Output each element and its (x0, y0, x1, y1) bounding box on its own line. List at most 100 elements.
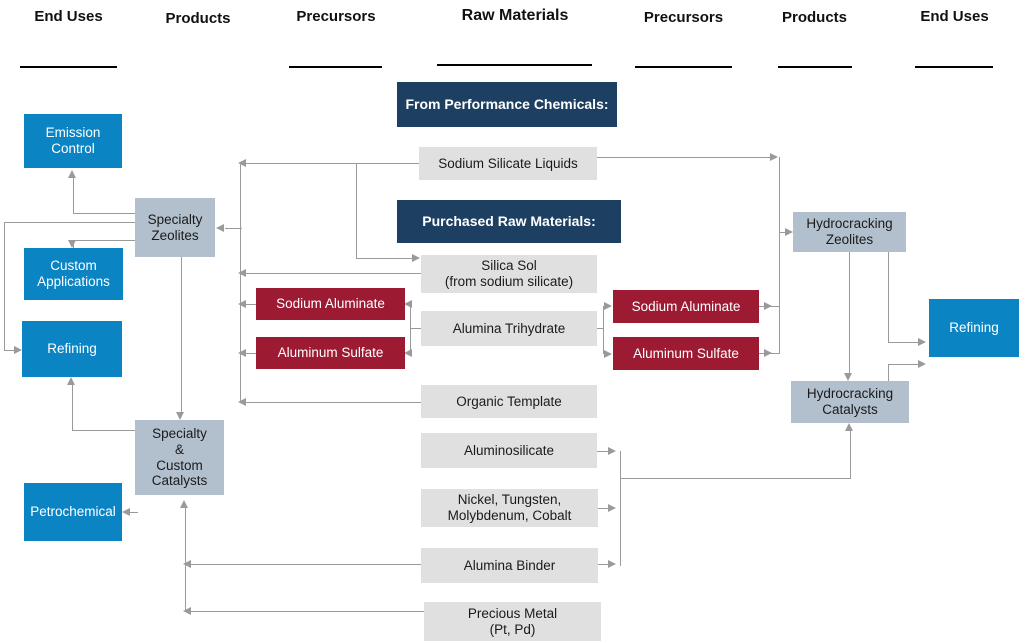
node-hydrocracking-zeolites[interactable]: Hydrocracking Zeolites (793, 212, 906, 252)
column-rule-raw-materials (437, 64, 592, 66)
arrowhead-silicate-to-right (770, 153, 778, 161)
arrowhead-trihydrate-to-aluminum-sulfate-right (604, 350, 612, 358)
node-alumina-trihydrate[interactable]: Alumina Trihydrate (421, 311, 597, 346)
arrowhead-alumina-binder-to-left-spine (183, 560, 191, 568)
arrowhead-zeolites-right-to-refining (918, 338, 926, 346)
arrowhead-left-spine-to-specialty-zeolites (216, 224, 224, 232)
arrowhead-trihydrate-to-sodium-aluminate-left (404, 300, 412, 308)
connector-aluminum-sulfate-left-out (240, 353, 258, 354)
connector-precious-metal-to-left-spine (185, 611, 426, 612)
connector-right-merge-to-catalysts-v (850, 431, 851, 479)
connector-right-silicate-down (779, 157, 780, 232)
connector-right-precursor-spine (779, 232, 780, 354)
column-header-products-left: Products (165, 10, 231, 27)
connector-catalysts-to-petrochemical (128, 512, 138, 513)
node-aluminum-sulfate-left[interactable]: Aluminum Sulfate (256, 337, 405, 369)
arrowhead-zeolites-to-refining (14, 346, 22, 354)
node-refining-right[interactable]: Refining (929, 299, 1019, 357)
connector-alumina-binder-to-right-merge (598, 564, 614, 565)
column-header-end-uses-left: End Uses (34, 8, 103, 25)
arrowhead-bottom-left-spine-to-catalysts (180, 500, 188, 508)
arrowhead-alumina-binder-to-right-merge (608, 560, 616, 568)
connector-zeolites-right-to-refining-h (888, 342, 924, 343)
connector-trihydrate-right-branch (603, 306, 604, 354)
arrowhead-zeolites-to-custom-apps (68, 240, 76, 248)
connector-trihydrate-right-stub (597, 328, 604, 329)
arrowhead-sodium-aluminate-left-out (238, 300, 246, 308)
connector-right-merge-spine (620, 451, 621, 566)
arrowhead-catalysts-to-refining (67, 377, 75, 385)
connector-left-spine-to-specialty-zeolites (225, 228, 242, 229)
connector-zeolites-to-emission-control-h (73, 213, 136, 214)
node-emission-control[interactable]: Emission Control (24, 114, 122, 168)
node-petrochemical[interactable]: Petrochemical (24, 483, 122, 541)
arrowhead-right-silicate-into-zeolites (785, 228, 793, 236)
connector-zeolites-right-to-catalysts-right (849, 252, 850, 373)
column-header-precursors-left: Precursors (296, 8, 376, 25)
arrowhead-catalysts-to-petrochemical (122, 508, 130, 516)
node-nickel-tungsten[interactable]: Nickel, Tungsten, Molybdenum, Cobalt (421, 489, 598, 527)
column-rule-end-uses-right (915, 66, 993, 68)
node-silica-sol[interactable]: Silica Sol (from sodium silicate) (421, 255, 597, 293)
connector-catalysts-to-refining-h (72, 430, 136, 431)
node-organic-template[interactable]: Organic Template (421, 385, 597, 418)
node-sodium-aluminate-left[interactable]: Sodium Aluminate (256, 288, 405, 320)
connector-right-silicate-into-zeolites (779, 232, 789, 233)
column-rule-precursors-right (635, 66, 732, 68)
connector-silica-sol-to-left-spine (240, 273, 422, 274)
arrowhead-silicate-to-left-spine (238, 159, 246, 167)
node-sodium-silicate-liquids[interactable]: Sodium Silicate Liquids (419, 147, 597, 180)
arrowhead-precious-metal-to-left-spine (183, 607, 191, 615)
column-rule-end-uses-left (20, 66, 117, 68)
connector-catalysts-to-refining-v (72, 385, 73, 431)
node-refining-left[interactable]: Refining (22, 321, 122, 377)
connector-left-spine (240, 163, 241, 403)
connector-sodium-aluminate-left-out (240, 304, 258, 305)
column-header-products-right: Products (781, 9, 847, 26)
connector-organic-template-to-left-spine (240, 402, 422, 403)
node-aluminum-sulfate-right[interactable]: Aluminum Sulfate (613, 337, 759, 370)
banner-purchased-raw-materials: Purchased Raw Materials: (397, 200, 621, 243)
node-hydrocracking-catalysts[interactable]: Hydrocracking Catalysts (791, 381, 909, 423)
arrowhead-trihydrate-to-sodium-aluminate-right (604, 302, 612, 310)
connector-alumina-binder-to-left-spine (185, 564, 423, 565)
connector-silicate-to-left-spine (240, 163, 420, 164)
column-header-raw-materials: Raw Materials (461, 7, 569, 24)
connector-zeolites-to-custom-catalysts (181, 257, 182, 412)
connector-trihydrate-left-stub (410, 328, 422, 329)
connector-zeolites-to-refining-v (4, 222, 5, 350)
connector-aluminosilicate-to-right-merge (597, 451, 614, 452)
arrowhead-right-merge-to-catalysts (845, 423, 853, 431)
arrowhead-catalysts-right-to-refining (918, 360, 926, 368)
node-alumina-binder[interactable]: Alumina Binder (421, 548, 598, 583)
node-precious-metal[interactable]: Precious Metal (Pt, Pd) (424, 602, 601, 641)
node-specialty-custom-catalysts[interactable]: Specialty & Custom Catalysts (135, 420, 224, 495)
node-custom-applications[interactable]: Custom Applications (24, 248, 123, 300)
node-aluminosilicate[interactable]: Aluminosilicate (421, 433, 597, 468)
column-rule-products-right (778, 66, 852, 68)
arrowhead-zeolites-to-custom-catalysts (176, 412, 184, 420)
arrowhead-silica-sol-to-left-spine (238, 269, 246, 277)
connector-catalysts-right-to-refining-v (888, 364, 889, 382)
column-header-end-uses-right: End Uses (920, 8, 989, 25)
arrowhead-sodium-aluminate-right-out (764, 302, 772, 310)
connector-zeolites-to-custom-apps-h (73, 240, 136, 241)
arrowhead-aluminosilicate-to-right-merge (608, 447, 616, 455)
arrowhead-aluminum-sulfate-right-out (764, 349, 772, 357)
arrowhead-aluminum-sulfate-left-out (238, 349, 246, 357)
connector-nickel-to-right-merge (598, 508, 614, 509)
connector-silicate-to-right (597, 157, 775, 158)
node-sodium-aluminate-right[interactable]: Sodium Aluminate (613, 290, 759, 323)
connector-catalysts-right-to-refining-h (888, 364, 924, 365)
node-specialty-zeolites[interactable]: Specialty Zeolites (135, 198, 215, 257)
connector-zeolites-to-emission-control-v (73, 178, 74, 214)
connector-zeolites-to-refining-h-bottom (4, 350, 18, 351)
arrowhead-silicate-down-to-silica-sol (412, 254, 420, 262)
banner-from-performance-chemicals: From Performance Chemicals: (397, 82, 617, 127)
arrowhead-zeolites-to-emission-control (68, 170, 76, 178)
column-header-precursors-right: Precursors (643, 9, 724, 26)
column-rule-precursors-left (289, 66, 382, 68)
connector-zeolites-to-refining-h-top (4, 222, 136, 223)
arrowhead-nickel-to-right-merge (608, 504, 616, 512)
